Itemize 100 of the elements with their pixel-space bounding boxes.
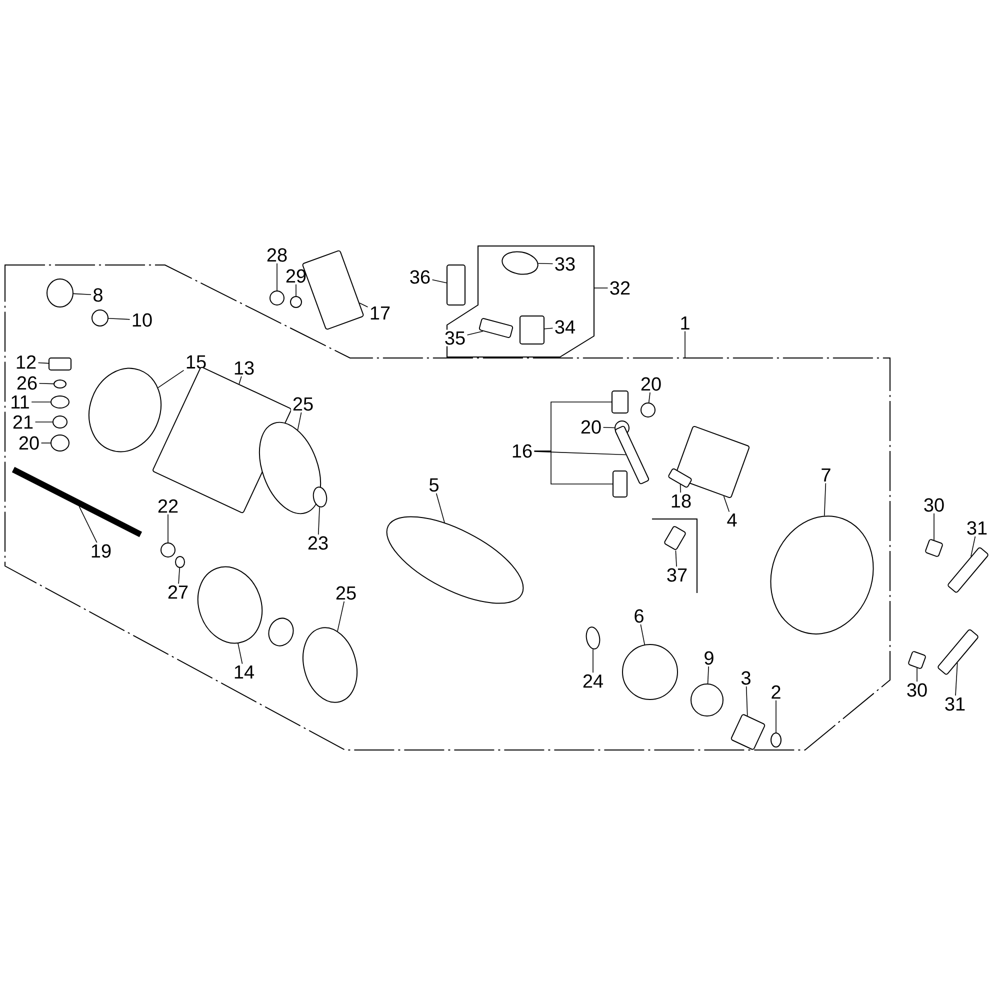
leader-line xyxy=(238,376,242,384)
round-part xyxy=(290,296,302,308)
leader-line xyxy=(602,427,615,428)
leader-line xyxy=(318,506,320,535)
callout-number: 5 xyxy=(427,476,441,494)
round-part xyxy=(160,542,176,558)
leader-line xyxy=(38,362,49,364)
callout-number: 36 xyxy=(408,268,432,286)
block-part xyxy=(446,264,466,306)
leader-line xyxy=(648,392,650,403)
callout-number: 8 xyxy=(91,286,105,304)
callout-number: 25 xyxy=(334,584,358,602)
round-part xyxy=(770,732,782,748)
block-part xyxy=(938,629,978,675)
block-part xyxy=(612,390,628,414)
callout-number: 37 xyxy=(664,566,690,584)
callout-number: 33 xyxy=(552,256,578,272)
round-part xyxy=(386,516,524,604)
callout-number: 31 xyxy=(942,696,968,712)
leader-line xyxy=(297,412,302,430)
round-part xyxy=(175,556,185,568)
block-part xyxy=(925,539,943,557)
callout-number: 12 xyxy=(14,354,38,370)
callout-number: 6 xyxy=(632,608,646,624)
block-part xyxy=(730,714,766,750)
callout-number: 30 xyxy=(904,682,930,698)
round-part xyxy=(46,278,74,308)
callout-number: 27 xyxy=(166,584,190,600)
block-part xyxy=(48,358,72,370)
round-part xyxy=(770,516,874,634)
leader-line xyxy=(640,624,646,645)
leader-line xyxy=(723,496,730,512)
callout-number: 16 xyxy=(510,442,534,460)
leader-line xyxy=(534,451,626,456)
leader-line xyxy=(916,668,918,682)
callout-number: 13 xyxy=(232,360,256,376)
leader-line xyxy=(178,568,180,584)
round-part xyxy=(52,416,68,428)
block-part xyxy=(520,316,544,344)
leader-line xyxy=(707,666,709,684)
leader-line xyxy=(436,492,445,523)
leader-line xyxy=(684,330,686,358)
round-part xyxy=(88,368,162,452)
callout-number: 3 xyxy=(739,670,753,686)
round-part xyxy=(197,566,263,644)
callout-number: 22 xyxy=(156,498,180,514)
callout-number: 2 xyxy=(769,684,783,700)
leader-line xyxy=(955,662,958,696)
leader-line xyxy=(592,648,594,674)
leader-line xyxy=(746,686,748,716)
leader-line xyxy=(78,506,98,543)
callout-number: 26 xyxy=(14,374,40,392)
leader-line xyxy=(40,442,51,444)
leader-line xyxy=(359,302,368,308)
leader-line xyxy=(970,536,976,557)
callout-number: 34 xyxy=(552,318,578,336)
block-part xyxy=(908,651,926,669)
block-part xyxy=(612,470,628,498)
leader-line xyxy=(108,318,130,320)
round-part xyxy=(312,486,328,508)
callout-number: 11 xyxy=(8,394,32,410)
leader-line xyxy=(337,601,345,632)
leader-line xyxy=(824,482,826,516)
callout-number: 15 xyxy=(184,354,208,370)
leader-line xyxy=(680,484,682,493)
callout-number: 17 xyxy=(368,304,392,322)
round-part xyxy=(586,626,600,650)
leader-line xyxy=(675,550,677,567)
round-part xyxy=(302,627,358,703)
block-part xyxy=(478,318,514,338)
round-part xyxy=(92,310,108,326)
callout-number: 14 xyxy=(232,664,256,680)
leader-line xyxy=(534,450,613,484)
callout-number: 10 xyxy=(130,312,154,328)
round-part xyxy=(270,290,284,306)
leader-line xyxy=(538,263,554,264)
leader-line xyxy=(544,328,554,330)
round-part xyxy=(50,396,70,408)
leader-line xyxy=(158,370,184,388)
leader-line xyxy=(432,279,447,284)
leader-line xyxy=(38,382,54,384)
callout-number: 7 xyxy=(819,466,833,484)
callout-number: 19 xyxy=(88,542,114,560)
callout-number: 20 xyxy=(578,418,604,436)
callout-number: 28 xyxy=(264,246,290,264)
callout-number: 25 xyxy=(290,396,316,412)
callout-number: 30 xyxy=(922,496,946,514)
round-part xyxy=(622,644,678,700)
callout-number: 20 xyxy=(16,434,42,452)
callout-number: 20 xyxy=(638,376,664,392)
callout-number: 23 xyxy=(306,534,330,552)
leader-line xyxy=(466,330,484,336)
leader-line xyxy=(276,263,278,291)
callout-number: 29 xyxy=(284,268,308,284)
round-part xyxy=(690,684,724,716)
block-part xyxy=(948,547,988,593)
callout-number: 31 xyxy=(964,520,990,536)
round-part xyxy=(54,380,66,388)
callout-number: 24 xyxy=(580,672,606,690)
block-part xyxy=(668,468,692,488)
